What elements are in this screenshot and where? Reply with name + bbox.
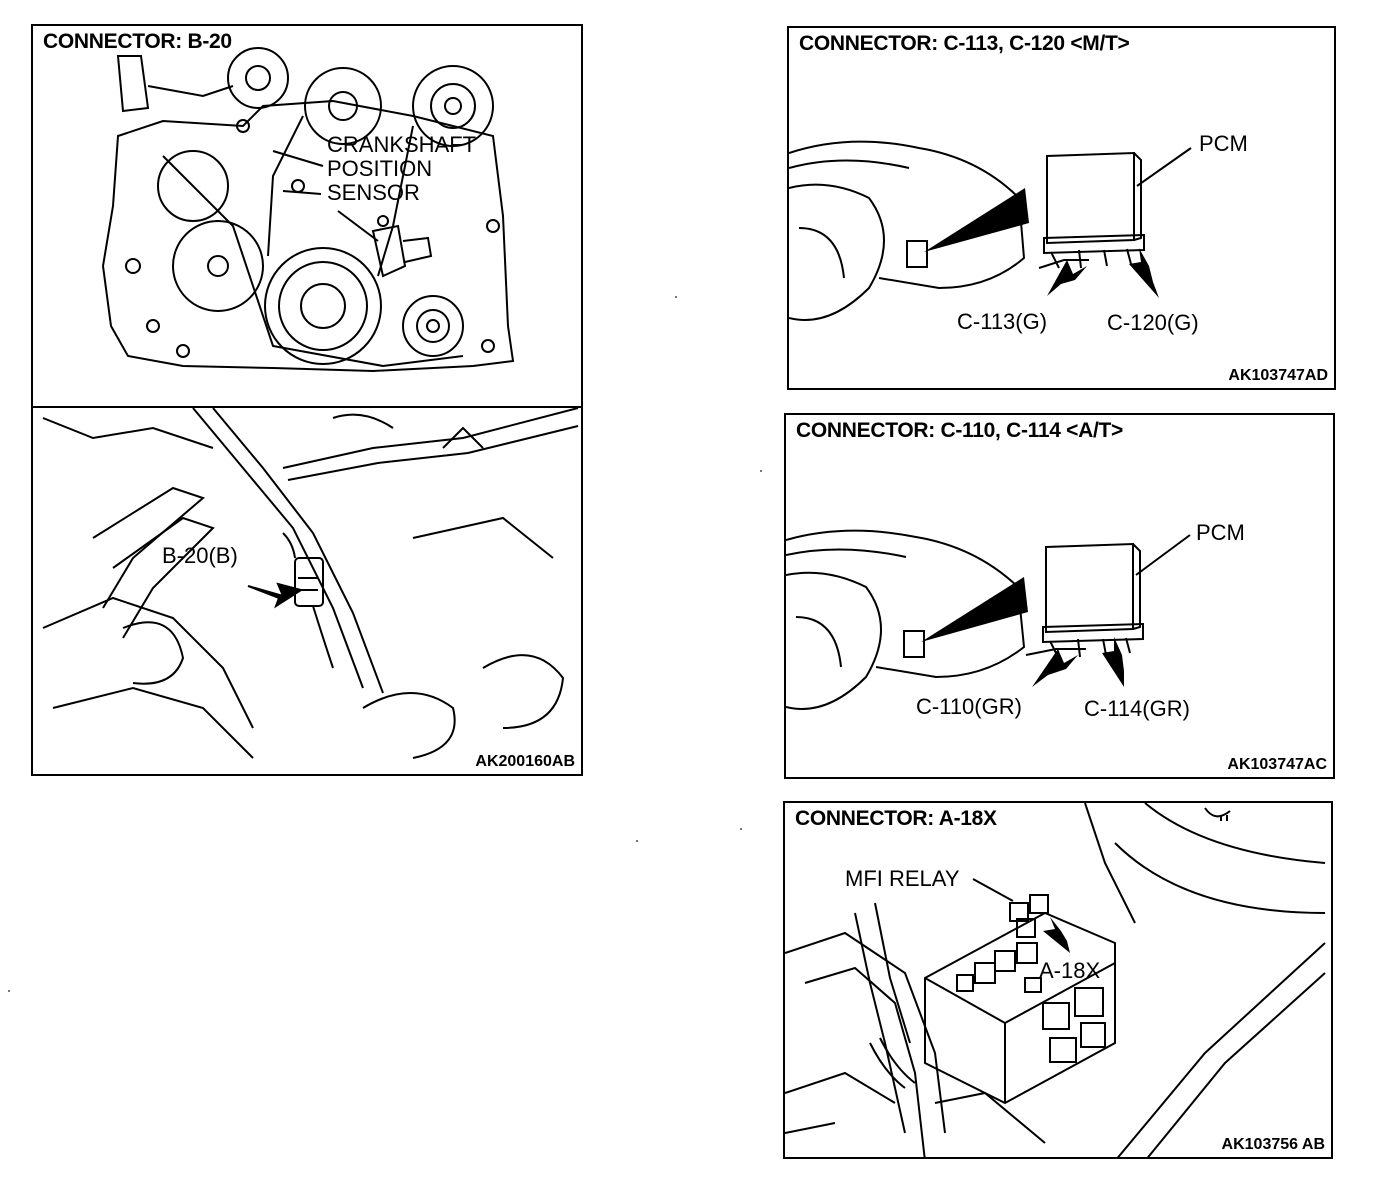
panel-connector-b20: CONNECTOR: B-20 CRANKSHAFT POSITION SENS… (31, 24, 583, 776)
panel-a18x-code: AK103756 AB (1221, 1136, 1325, 1153)
panel-connector-a18x: CONNECTOR: A-18X MFI RELAY A-18X AK10375… (783, 801, 1333, 1159)
a18x-connector-label: A-18X (1039, 958, 1101, 983)
c120-connector-label: C-120(G) (1107, 310, 1199, 335)
scan-speck (740, 828, 742, 830)
pcm-location-wedge-at (921, 577, 1028, 642)
panel-a18x-title: CONNECTOR: A-18X (795, 807, 997, 830)
panel-c110-title: CONNECTOR: C-110, C-114 <A/T> (796, 419, 1124, 442)
b20-connector-label: B-20(B) (162, 543, 238, 568)
mfi-relay-box-illustration (785, 803, 1326, 1157)
c114-pointer-arrow (1102, 637, 1124, 687)
panel-b20-divider (33, 406, 581, 408)
scan-speck (8, 990, 10, 992)
crankshaft-sensor-label-line3: SENSOR (327, 180, 420, 205)
pcm-dashboard-illustration-mt (789, 140, 1192, 321)
panel-connector-c110-c114: CONNECTOR: C-110, C-114 <A/T> PCM C-110(… (784, 413, 1335, 779)
panel-b20-code: AK200160AB (475, 753, 575, 770)
pcm-label-at: PCM (1196, 520, 1245, 545)
scan-speck (636, 840, 638, 842)
panel-c113-code: AK103747AD (1228, 367, 1328, 384)
panel-connector-c113-c120: CONNECTOR: C-113, C-120 <M/T> PCM C-113(… (787, 26, 1336, 390)
c114-connector-label: C-114(GR) (1084, 696, 1190, 721)
a18x-pointer-arrow (1043, 917, 1070, 953)
c113-pointer-arrow (1047, 260, 1087, 296)
c110-pointer-arrow (1032, 649, 1078, 687)
b20-connector-engine-bay-illustration (42, 408, 579, 759)
mfi-relay-label: MFI RELAY (845, 866, 960, 891)
panel-c113-title: CONNECTOR: C-113, C-120 <M/T> (799, 32, 1130, 55)
crankshaft-sensor-engine-illustration (101, 47, 515, 373)
c113-connector-label: C-113(G) (957, 309, 1048, 334)
pcm-label-mt: PCM (1199, 131, 1248, 156)
c120-pointer-arrow (1129, 248, 1159, 298)
b20-pointer-arrow (247, 582, 304, 609)
crankshaft-sensor-label-line1: CRANKSHAFT (327, 132, 477, 157)
panel-b20-title: CONNECTOR: B-20 (43, 30, 232, 53)
pcm-dashboard-illustration-at (786, 529, 1191, 710)
c110-connector-label: C-110(GR) (916, 694, 1022, 719)
scan-speck (675, 296, 677, 298)
panel-c110-code: AK103747AC (1227, 756, 1327, 773)
pcm-location-wedge (924, 188, 1029, 252)
crankshaft-sensor-label-line2: POSITION (327, 156, 433, 181)
scan-speck (760, 470, 762, 472)
